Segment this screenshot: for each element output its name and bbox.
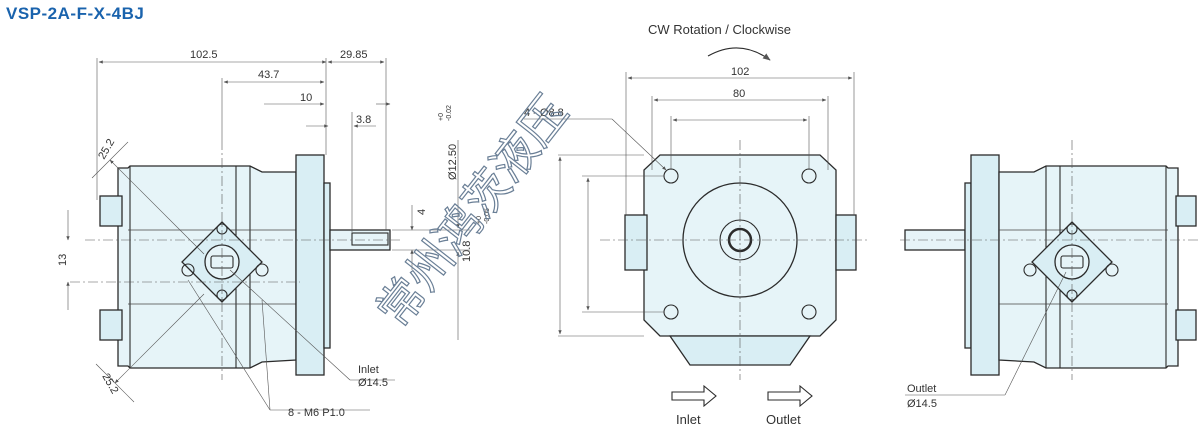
- left-shaft-key: [351, 232, 389, 246]
- left-mount-flange: [295, 154, 325, 376]
- right-end-lug-bottom: [1175, 309, 1197, 341]
- right-side-view: Outlet Ø14.5: [900, 140, 1198, 410]
- front-side-port-left: [624, 214, 648, 271]
- front-hole-callout: 4 - Ø8.8: [524, 107, 564, 119]
- front-side-port-right: [835, 214, 857, 271]
- left-port-bolt-left: [181, 263, 195, 277]
- dim-key-offset: 3.8: [356, 114, 371, 126]
- left-end-lug-top: [99, 195, 123, 227]
- outlet-flow-arrow: [767, 384, 813, 408]
- company-watermark: 常州鸿茨液压: [366, 86, 578, 337]
- dim-key-height: 10.8: [461, 241, 473, 262]
- dim-flange-diagonal-top: 25.2: [96, 137, 117, 162]
- dim-front-bolt-spacing: 80: [733, 88, 745, 100]
- outlet-port-label: Outlet: [907, 383, 936, 395]
- right-end-lug-top: [1175, 195, 1197, 227]
- dim-front-width: 102: [731, 66, 749, 78]
- inlet-flow-arrow: [671, 384, 717, 408]
- front-view: 102 80 4 - Ø8.8 CW Rotation / Clockwise …: [524, 22, 870, 427]
- outlet-port-size: Ø14.5: [907, 398, 937, 410]
- left-side-view: 102.5 29.85 43.7 10 3.8 4 Ø12.50 +0 -0.0…: [57, 49, 491, 419]
- left-flange-pilot: [323, 182, 331, 349]
- flow-inlet-label: Inlet: [676, 412, 701, 427]
- dim-key-height-tol-upper: +0: [476, 216, 483, 224]
- dim-shaft-dia: Ø12.50: [447, 144, 459, 180]
- left-end-lug-bottom: [99, 309, 123, 341]
- dim-overall-length: 102.5: [190, 49, 218, 61]
- dim-port-spacing: 13: [57, 254, 69, 266]
- right-mount-flange: [970, 154, 1000, 376]
- dim-shaft-length: 29.85: [340, 49, 368, 61]
- rotation-arrow: [707, 47, 771, 61]
- thread-spec-label: 8 - M6 P1.0: [288, 407, 345, 419]
- model-number-title: VSP-2A-F-X-4BJ: [6, 4, 145, 23]
- inlet-port-size: Ø14.5: [358, 377, 388, 389]
- front-bolt-hole-br: [801, 304, 817, 320]
- dim-key-width: 4: [416, 209, 428, 215]
- dim-flange-to-end: 43.7: [258, 69, 279, 81]
- dim-flange-diagonal-bottom: 25.2: [99, 372, 120, 397]
- dim-shaft-tol-lower: -0.02: [446, 105, 453, 121]
- dim-key-height-tol-lower: -0.05: [484, 208, 491, 224]
- flow-outlet-label: Outlet: [766, 412, 801, 427]
- dim-shaft-tol-upper: +0: [438, 113, 445, 121]
- dim-key-length: 10: [300, 92, 312, 104]
- inlet-port-label: Inlet: [358, 364, 379, 376]
- rotation-label: CW Rotation / Clockwise: [648, 22, 791, 37]
- right-flange-pilot: [964, 182, 972, 349]
- front-bottom-foot: [668, 335, 812, 366]
- left-port-bolt-right: [255, 263, 269, 277]
